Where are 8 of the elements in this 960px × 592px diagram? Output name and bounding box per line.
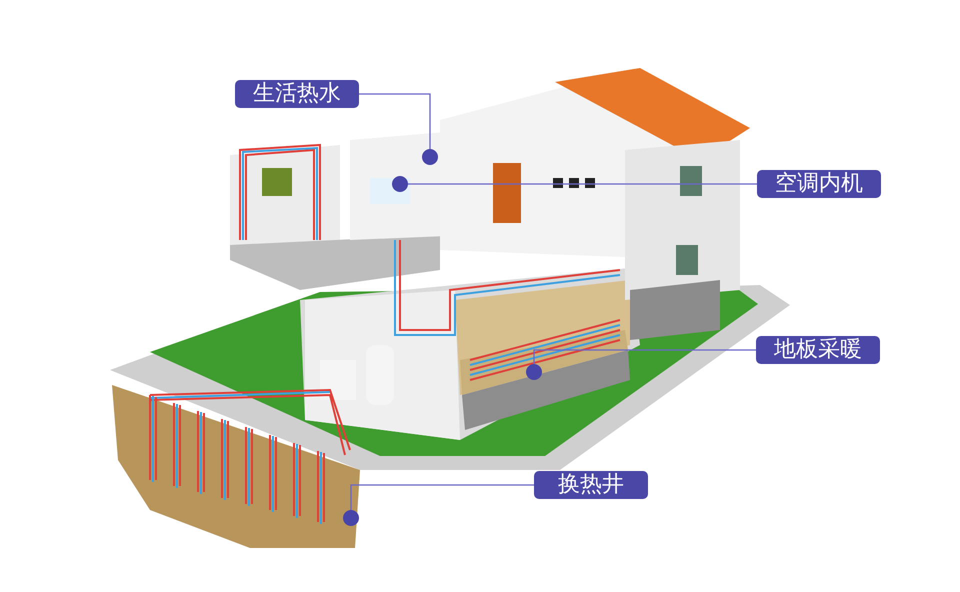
callout-label: 生活热水 [235, 80, 359, 108]
leader-line [408, 183, 757, 185]
leader-line [350, 484, 534, 510]
callout-label: 地板采暖 [756, 336, 880, 364]
leader-line [359, 93, 431, 149]
callout-label: 空调内机 [757, 170, 881, 198]
callout-label: 换热井 [534, 471, 648, 499]
leader-line [533, 349, 756, 364]
